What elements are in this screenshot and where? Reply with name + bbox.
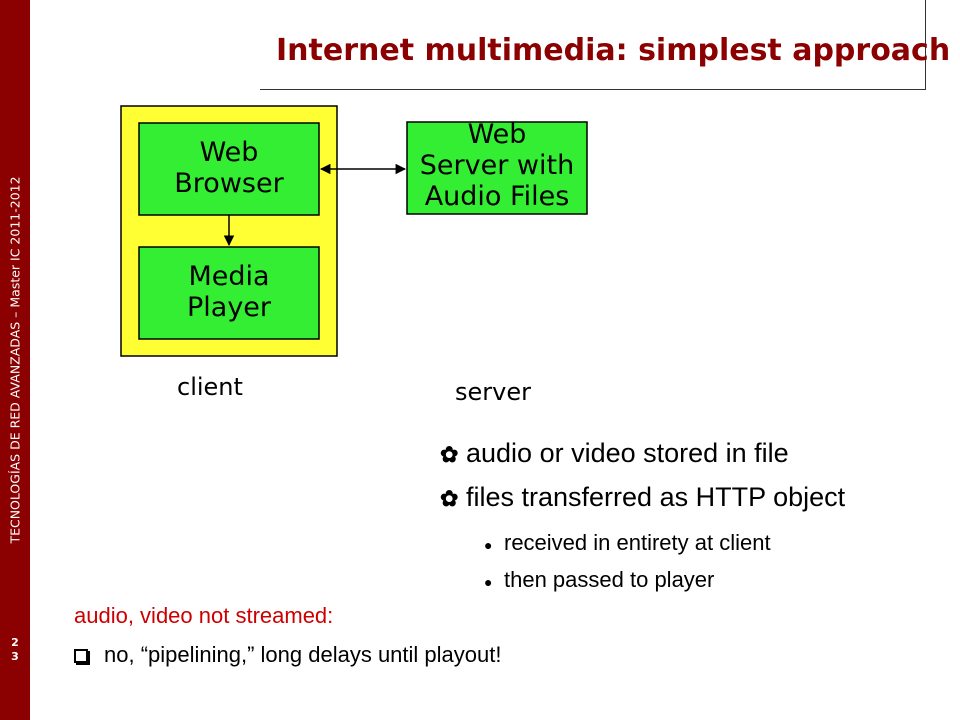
browser-label: Web Browser bbox=[139, 137, 319, 199]
bullet-text: audio or video stored in file bbox=[466, 438, 789, 468]
server-label: Web Server with Audio Files bbox=[407, 119, 587, 212]
flower-bullet-icon: ✿ bbox=[440, 442, 459, 467]
bullet-text: files transferred as HTTP object bbox=[466, 482, 846, 512]
browser-label-line: Browser bbox=[174, 168, 284, 199]
player-box bbox=[138, 246, 320, 340]
bullet-level1: ✿ files transferred as HTTP object bbox=[440, 482, 845, 513]
server-label-line: Server with bbox=[419, 150, 575, 181]
note-item-text: no, “pipelining,” long delays until play… bbox=[104, 642, 502, 667]
page-number: 2 3 bbox=[10, 636, 20, 664]
player-label-line: Media bbox=[188, 261, 270, 292]
server-label-line: Audio Files bbox=[424, 181, 570, 212]
server-caption: server bbox=[455, 378, 531, 406]
sidebar: TECNOLOGÍAS DE RED AVANZADAS – Master IC… bbox=[0, 0, 30, 720]
bullet-level1: ✿ audio or video stored in file bbox=[440, 438, 789, 469]
bullet-text: then passed to player bbox=[504, 567, 715, 592]
server-box bbox=[406, 121, 588, 215]
note-heading: audio, video not streamed: bbox=[74, 603, 334, 628]
server-label-line: Web bbox=[467, 119, 527, 150]
page-number-digit: 3 bbox=[11, 650, 19, 663]
bullet-level2: ● received in entirety at client bbox=[484, 530, 771, 556]
client-caption: client bbox=[177, 373, 243, 401]
bullet-text: received in entirety at client bbox=[504, 530, 771, 555]
bullet-level2: ● then passed to player bbox=[484, 567, 714, 593]
slide-title: Internet multimedia: simplest approach bbox=[276, 33, 951, 68]
dot-bullet-icon: ● bbox=[484, 537, 493, 553]
page-number-digit: 2 bbox=[11, 636, 19, 649]
browser-box bbox=[138, 122, 320, 216]
title-frame bbox=[260, 0, 926, 90]
browser-label-line: Web bbox=[199, 137, 259, 168]
checkbox-bullet-icon bbox=[74, 649, 88, 663]
dot-bullet-icon: ● bbox=[484, 574, 493, 590]
player-label: Media Player bbox=[139, 261, 319, 323]
flower-bullet-icon: ✿ bbox=[440, 486, 459, 511]
player-label-line: Player bbox=[186, 292, 272, 323]
note-item: no, “pipelining,” long delays until play… bbox=[74, 642, 501, 668]
